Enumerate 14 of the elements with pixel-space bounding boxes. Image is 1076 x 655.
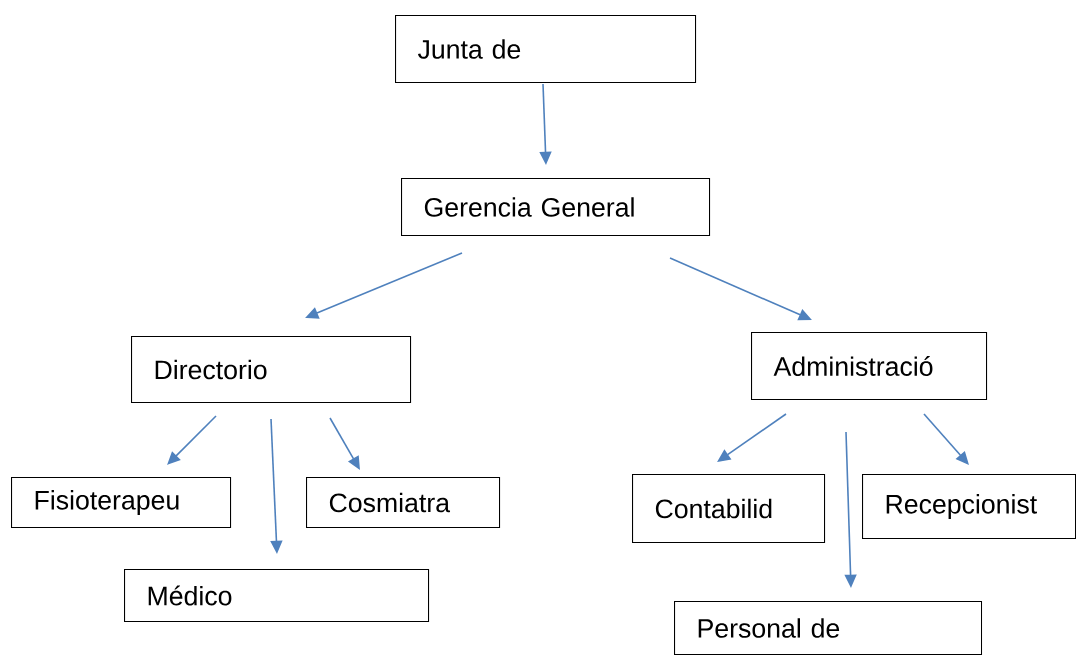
org-box: Administració <box>751 332 988 401</box>
org-box: Médico <box>124 569 430 623</box>
org-box: Contabilid <box>632 474 826 544</box>
org-box: Directorio <box>131 336 412 404</box>
org-box: Cosmiatra <box>306 477 501 529</box>
arrow <box>717 413 787 462</box>
org-box: Fisioterapeu <box>11 477 232 529</box>
org-box: Junta de <box>395 15 697 84</box>
arrow <box>329 417 360 470</box>
org-box: Recepcionist <box>862 474 1076 540</box>
arrow <box>923 413 969 465</box>
arrow <box>167 415 217 465</box>
org-box: Personal de <box>674 601 983 655</box>
org-box: Gerencia General <box>401 178 711 237</box>
